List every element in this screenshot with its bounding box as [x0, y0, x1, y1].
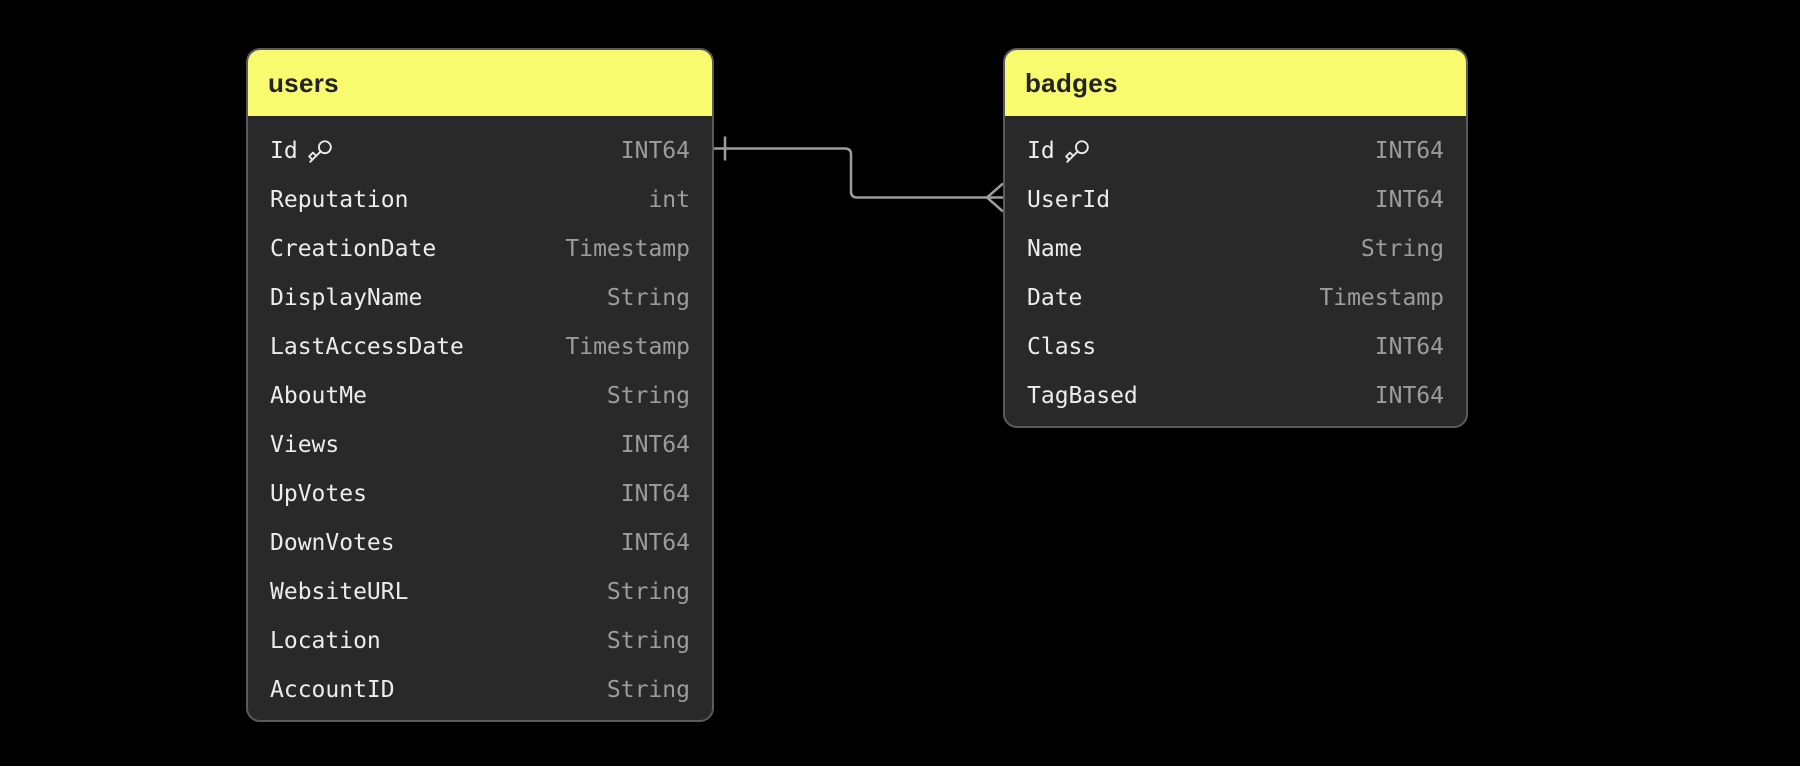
column-name: Reputation: [270, 186, 409, 213]
column-name-cell: TagBased: [1027, 383, 1138, 409]
entity-table-users[interactable]: users Id INT64 Reputation int Cre: [246, 48, 714, 722]
column-name: Name: [1027, 235, 1083, 262]
column-type: INT64: [1374, 137, 1444, 164]
column-type: Timestamp: [565, 333, 690, 360]
column-name: AccountID: [270, 676, 395, 703]
column-type: INT64: [1374, 186, 1444, 213]
table-header[interactable]: badges: [1005, 50, 1466, 116]
column-type: String: [606, 676, 690, 703]
table-row[interactable]: DisplayName String: [248, 273, 712, 322]
table-name: badges: [1025, 67, 1118, 98]
column-type: String: [1360, 235, 1444, 262]
table-row[interactable]: WebsiteURL String: [248, 567, 712, 616]
column-name-cell: AboutMe: [270, 383, 367, 409]
relationship-users-badges[interactable]: [714, 136, 1004, 213]
column-type: String: [606, 627, 690, 654]
column-type: INT64: [1374, 333, 1444, 360]
table-row[interactable]: Class INT64: [1005, 322, 1466, 371]
column-name-cell: Name: [1027, 236, 1082, 262]
column-name-cell: Id: [1027, 138, 1090, 164]
column-name: WebsiteURL: [270, 578, 409, 605]
column-type: INT64: [620, 137, 690, 164]
column-name-cell: WebsiteURL: [270, 579, 408, 605]
column-name: Views: [270, 431, 340, 458]
table-header[interactable]: users: [248, 50, 712, 116]
column-name: DownVotes: [270, 529, 395, 556]
column-type: INT64: [620, 431, 690, 458]
column-type: String: [606, 382, 690, 409]
column-type: int: [648, 186, 690, 213]
table-row[interactable]: Name String: [1005, 224, 1466, 273]
column-name-cell: LastAccessDate: [270, 334, 464, 360]
column-type: String: [606, 578, 690, 605]
column-name-cell: Id: [270, 138, 333, 164]
column-name: Date: [1027, 284, 1083, 311]
column-name-cell: UserId: [1027, 187, 1110, 213]
table-row[interactable]: Id INT64: [1005, 126, 1466, 175]
table-row[interactable]: Views INT64: [248, 420, 712, 469]
table-row[interactable]: AboutMe String: [248, 371, 712, 420]
cardinality-many-crowfoot: [986, 182, 1004, 213]
table-row[interactable]: Id INT64: [248, 126, 712, 175]
column-type: String: [606, 284, 690, 311]
column-name: Id: [270, 137, 298, 164]
column-name: CreationDate: [270, 235, 437, 262]
table-row[interactable]: UpVotes INT64: [248, 469, 712, 518]
column-type: INT64: [620, 480, 690, 507]
column-type: INT64: [1374, 382, 1444, 409]
column-name-cell: Date: [1027, 285, 1082, 311]
table-row[interactable]: Reputation int: [248, 175, 712, 224]
column-name-cell: Location: [270, 628, 381, 654]
column-name: UpVotes: [270, 480, 367, 507]
column-name-cell: Class: [1027, 334, 1096, 360]
table-name: users: [268, 67, 339, 98]
column-name-cell: CreationDate: [270, 236, 436, 262]
table-columns: Id INT64 Reputation int CreationDate T: [248, 116, 712, 720]
column-name-cell: DisplayName: [270, 285, 422, 311]
table-columns: Id INT64 UserId INT64 Name String: [1005, 116, 1466, 426]
column-name: AboutMe: [270, 382, 367, 409]
column-name: DisplayName: [270, 284, 423, 311]
table-row[interactable]: LastAccessDate Timestamp: [248, 322, 712, 371]
column-name-cell: UpVotes: [270, 481, 367, 507]
column-name: TagBased: [1027, 382, 1138, 409]
primary-key-icon: [307, 138, 333, 164]
table-row[interactable]: Location String: [248, 616, 712, 665]
table-row[interactable]: CreationDate Timestamp: [248, 224, 712, 273]
column-name-cell: AccountID: [270, 677, 395, 703]
column-name: Id: [1027, 137, 1055, 164]
table-row[interactable]: Date Timestamp: [1005, 273, 1466, 322]
table-row[interactable]: UserId INT64: [1005, 175, 1466, 224]
column-type: INT64: [620, 529, 690, 556]
column-name-cell: Reputation: [270, 187, 408, 213]
entity-table-badges[interactable]: badges Id INT64 UserId INT64 Name: [1003, 48, 1468, 428]
table-row[interactable]: AccountID String: [248, 665, 712, 714]
table-row[interactable]: DownVotes INT64: [248, 518, 712, 567]
column-type: Timestamp: [565, 235, 690, 262]
column-name: UserId: [1027, 186, 1111, 213]
column-name-cell: DownVotes: [270, 530, 395, 556]
primary-key-icon: [1064, 138, 1090, 164]
column-name: Location: [270, 627, 381, 654]
table-row[interactable]: TagBased INT64: [1005, 371, 1466, 420]
column-name: Class: [1027, 333, 1097, 360]
column-type: Timestamp: [1319, 284, 1444, 311]
column-name: LastAccessDate: [270, 333, 464, 360]
column-name-cell: Views: [270, 432, 339, 458]
